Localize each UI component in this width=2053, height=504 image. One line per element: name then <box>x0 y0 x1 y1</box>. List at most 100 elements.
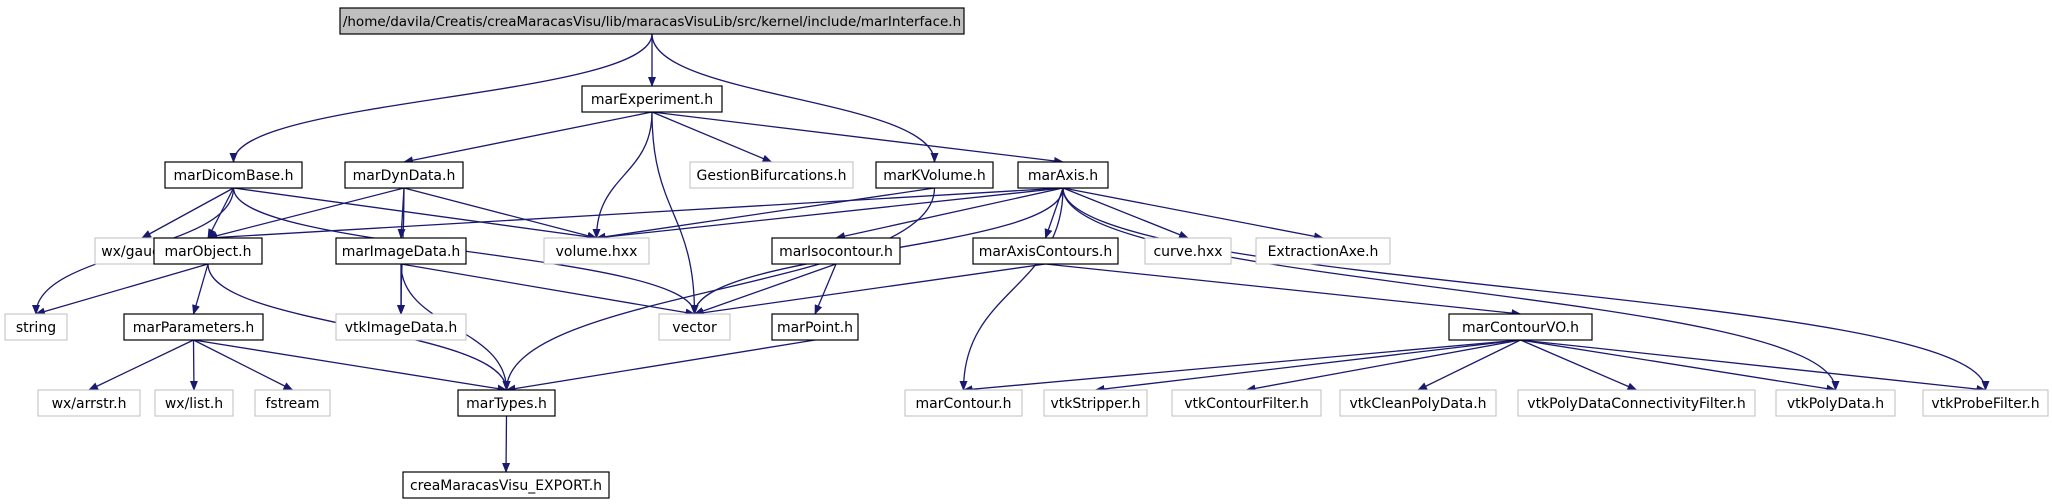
edge-marDicomBase-to-volume <box>233 187 598 241</box>
node-marDicomBase[interactable]: marDicomBase.h <box>164 161 303 189</box>
edge-marObject-to-marParameters <box>192 263 209 315</box>
node-marKVolume[interactable]: marKVolume.h <box>875 161 994 189</box>
edge-marExperiment-to-vector <box>651 111 699 315</box>
node-marObject[interactable]: marObject.h <box>153 237 263 265</box>
node-vtkContourFilter: vtkContourFilter.h <box>1171 389 1322 417</box>
edge-marAxis-to-marObject <box>207 187 1064 242</box>
node-label-marObject: marObject.h <box>165 244 252 260</box>
edge-marContourVO-to-vtkProbeFilter <box>1520 339 1987 394</box>
node-marDynData[interactable]: marDynData.h <box>344 161 464 189</box>
edge-marExperiment-to-marAxis <box>651 111 1064 165</box>
node-box-vtkImageData <box>335 313 467 341</box>
node-wxlist: wx/list.h <box>154 389 234 417</box>
node-vtkImageData: vtkImageData.h <box>335 313 467 341</box>
edge-marAxis-to-volume <box>595 187 1064 242</box>
edge-marObject-to-string <box>35 263 209 316</box>
edge-marPoint-to-marTypes <box>505 339 816 393</box>
node-marImageData[interactable]: marImageData.h <box>335 237 467 265</box>
node-box-marObject <box>153 237 263 265</box>
node-box-marKVolume <box>875 161 994 189</box>
node-label-vtkStripper: vtkStripper.h <box>1050 396 1140 412</box>
node-vtkPolyDataConnectivityFilter: vtkPolyDataConnectivityFilter.h <box>1517 389 1756 417</box>
node-label-marPoint: marPoint.h <box>777 320 853 336</box>
node-marExperiment[interactable]: marExperiment.h <box>581 85 723 113</box>
node-box-ExtractionAxe <box>1255 237 1391 265</box>
node-label-vtkPolyData: vtkPolyData.h <box>1787 396 1884 412</box>
node-label-string: string <box>16 320 56 336</box>
node-label-root: /home/davila/Creatis/creaMaracasVisu/lib… <box>343 14 961 30</box>
node-label-curve: curve.hxx <box>1153 244 1222 260</box>
node-label-vector: vector <box>672 320 717 336</box>
edge-marContourVO-to-vtkContourFilter <box>1245 339 1521 393</box>
node-volume: volume.hxx <box>543 237 650 265</box>
node-label-fstream: fstream <box>266 396 320 412</box>
edge-marExperiment-to-marDynData <box>403 111 653 165</box>
node-label-marContour: marContour.h <box>916 396 1012 412</box>
node-curve: curve.hxx <box>1144 237 1232 265</box>
edge-root-to-marKVolume <box>651 33 939 163</box>
node-box-curve <box>1144 237 1232 265</box>
node-box-root <box>339 7 965 35</box>
node-label-volume: volume.hxx <box>556 244 638 260</box>
node-label-vtkContourFilter: vtkContourFilter.h <box>1184 396 1309 412</box>
node-marIsocontour[interactable]: marIsocontour.h <box>771 237 901 265</box>
node-box-marParameters <box>123 313 264 341</box>
node-box-marAxis <box>1017 161 1109 189</box>
node-marContourVO[interactable]: marContourVO.h <box>1448 313 1593 341</box>
edge-marContourVO-to-vtkStripper <box>1094 339 1521 393</box>
edge-marAxis-to-ExtractionAxe <box>1062 187 1324 241</box>
node-root[interactable]: /home/davila/Creatis/creaMaracasVisu/lib… <box>339 7 965 35</box>
node-box-vtkPolyData <box>1775 389 1896 417</box>
node-label-marAxisContours: marAxisContours.h <box>979 244 1113 260</box>
node-box-marPoint <box>771 313 859 341</box>
edge-marTypes-to-creaMaracasVisu_EXPORT <box>502 415 511 473</box>
node-label-marDynData: marDynData.h <box>353 168 456 184</box>
node-vtkCleanPolyData: vtkCleanPolyData.h <box>1339 389 1497 417</box>
node-label-wxlist: wx/list.h <box>165 396 223 412</box>
node-vtkProbeFilter: vtkProbeFilter.h <box>1922 389 2049 417</box>
edge-marContourVO-to-marContour <box>962 339 1521 394</box>
edge-marAxis-to-vtkPolyData <box>1062 187 1840 391</box>
node-box-marImageData <box>335 237 467 265</box>
edge-marAxisContours-to-marContourVO <box>1045 263 1522 318</box>
edge-marDynData-to-volume <box>403 187 598 240</box>
edge-marAxisContours-to-vector <box>693 263 1046 317</box>
node-label-wxarrstr: wx/arrstr.h <box>52 396 127 412</box>
node-marAxis[interactable]: marAxis.h <box>1017 161 1109 189</box>
node-label-marExperiment: marExperiment.h <box>591 92 713 108</box>
edge-marIsocontour-to-vector <box>693 263 837 315</box>
node-label-vtkImageData: vtkImageData.h <box>345 320 457 336</box>
node-label-marTypes: marTypes.h <box>466 396 547 412</box>
edge-marKVolume-to-volume <box>595 187 935 241</box>
node-label-marIsocontour: marIsocontour.h <box>779 244 893 260</box>
node-marParameters[interactable]: marParameters.h <box>123 313 264 341</box>
edge-root-to-marDicomBase <box>229 33 653 163</box>
node-creaMaracasVisu_EXPORT[interactable]: creaMaracasVisu_EXPORT.h <box>402 471 610 499</box>
node-vector: vector <box>658 313 731 341</box>
edge-marContourVO-to-vtkPolyDataConnectivityFilter <box>1520 339 1638 391</box>
node-GestionBifurcations: GestionBifurcations.h <box>689 161 854 189</box>
node-label-vtkCleanPolyData: vtkCleanPolyData.h <box>1349 396 1486 412</box>
node-box-GestionBifurcations <box>689 161 854 189</box>
node-string: string <box>4 313 68 341</box>
node-box-fstream <box>254 389 331 417</box>
node-box-marAxisContours <box>972 237 1119 265</box>
node-box-marExperiment <box>581 85 723 113</box>
node-box-vtkStripper <box>1043 389 1148 417</box>
node-marPoint[interactable]: marPoint.h <box>771 313 859 341</box>
node-marAxisContours[interactable]: marAxisContours.h <box>972 237 1119 265</box>
node-box-vtkContourFilter <box>1171 389 1322 417</box>
node-box-wxarrstr <box>37 389 141 417</box>
node-box-wxlist <box>154 389 234 417</box>
node-label-marKVolume: marKVolume.h <box>883 168 986 184</box>
edge-marImageData-to-vector <box>400 263 696 317</box>
node-box-marIsocontour <box>771 237 901 265</box>
node-label-marContourVO: marContourVO.h <box>1462 320 1579 336</box>
node-box-vector <box>658 313 731 341</box>
node-label-marImageData: marImageData.h <box>342 244 461 260</box>
edge-marParameters-to-fstream <box>193 339 294 391</box>
nodes-layer: /home/davila/Creatis/creaMaracasVisu/lib… <box>4 7 2049 499</box>
edge-marExperiment-to-GestionBifurcations <box>651 111 773 163</box>
node-marTypes[interactable]: marTypes.h <box>457 389 556 417</box>
